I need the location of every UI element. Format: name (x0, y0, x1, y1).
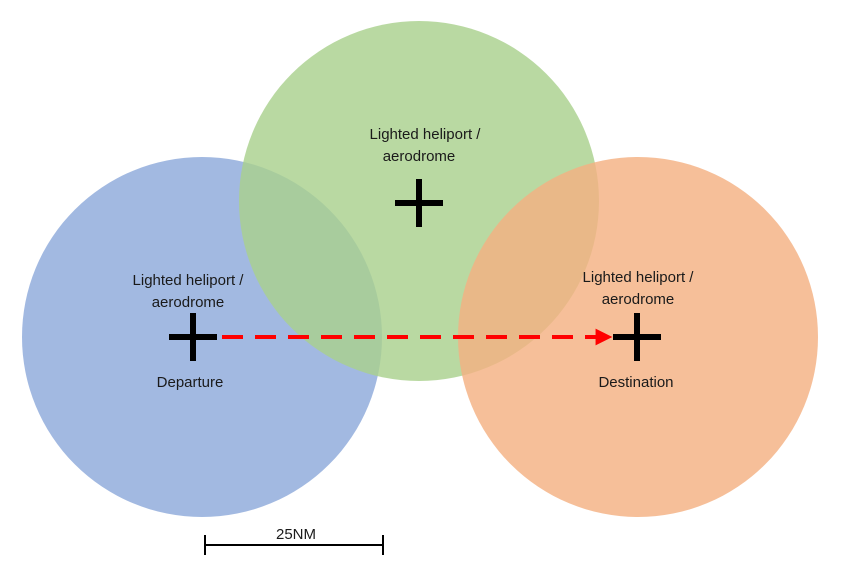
scale-bar-label: 25NM (276, 526, 316, 543)
destination-label-line-2: aerodrome (602, 291, 675, 308)
scale-bar (204, 535, 384, 555)
destination-caption: Destination (598, 374, 673, 391)
midpoint-label-line-2: aerodrome (383, 148, 456, 165)
departure-label-line-1: Lighted heliport / (133, 272, 245, 289)
destination-label-line-1: Lighted heliport / (583, 269, 695, 286)
midpoint-heliport-marker (395, 179, 443, 227)
departure-caption: Departure (157, 374, 224, 391)
departure-heliport-marker (169, 313, 217, 361)
destination-heliport-marker (613, 313, 661, 361)
midpoint-label-line-1: Lighted heliport / (370, 126, 482, 143)
coverage-circles (22, 21, 818, 517)
departure-label-line-2: aerodrome (152, 294, 225, 311)
